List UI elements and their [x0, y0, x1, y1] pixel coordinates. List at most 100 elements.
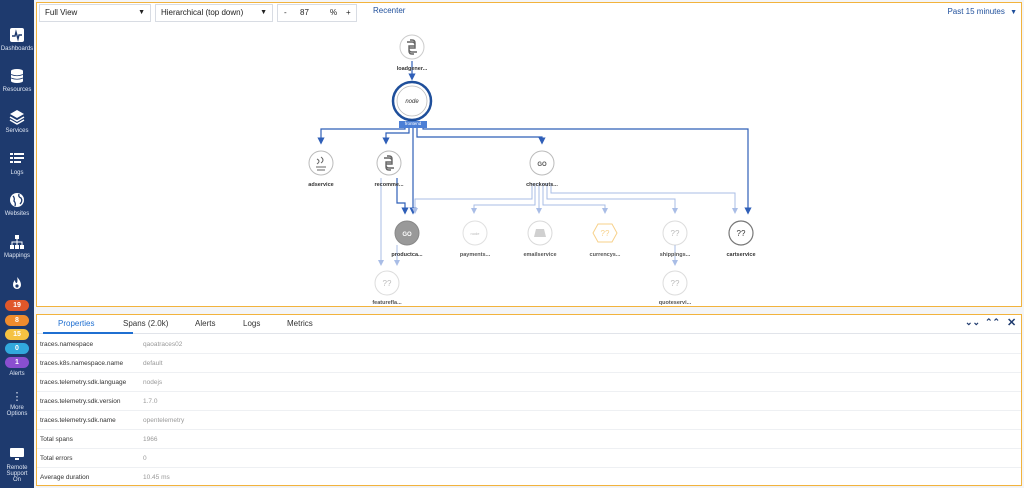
expand-up-icon[interactable]: ⌃⌃ — [985, 317, 1001, 327]
sidebar: Dashboards Resources Services Logs Websi… — [0, 0, 34, 488]
node-label-frontend: frontend — [404, 121, 422, 126]
go-icon: GO — [537, 162, 547, 168]
tab-logs[interactable]: Logs — [243, 319, 261, 328]
node-label-cart: cartservice — [726, 252, 756, 258]
nav-mappings[interactable]: Mappings — [0, 234, 34, 259]
tab-spans[interactable]: Spans (2.0k) — [123, 319, 169, 328]
alert-count-info[interactable]: 0 — [5, 343, 29, 354]
python-icon — [407, 39, 417, 55]
zoom-value[interactable]: 87 — [300, 8, 309, 17]
property-value: 1.7.0 — [143, 398, 158, 405]
property-key: traces.telemetry.sdk.version — [40, 398, 121, 405]
logs-icon — [10, 153, 24, 163]
alert-count-other[interactable]: 1 — [5, 357, 29, 368]
nav-remote-support[interactable]: Remote Support On — [0, 446, 34, 483]
edge-recommendation-productcatalog — [396, 178, 409, 215]
unknown-icon: ?? — [671, 279, 680, 288]
edge-frontend-recommendation — [382, 127, 410, 145]
edge-checkout-shipping — [546, 183, 678, 214]
flame-icon[interactable] — [9, 276, 25, 292]
details-tabs: Properties Spans (2.0k) Alerts Logs Metr… — [37, 315, 1021, 334]
nav-resources[interactable]: Resources — [0, 68, 34, 93]
collapse-down-icon[interactable]: ⌄⌄ — [965, 317, 981, 327]
view-select[interactable]: Full View ▼ — [39, 4, 151, 22]
node-productcatalog[interactable]: GO — [394, 220, 420, 246]
nav-label: Dashboards — [0, 46, 34, 52]
property-value: default — [143, 360, 163, 367]
edge-frontend-cart — [422, 127, 752, 215]
property-key: Total spans — [40, 436, 73, 443]
nav-label: Resources — [2, 87, 32, 93]
node-adservice[interactable] — [308, 150, 334, 176]
property-row: traces.k8s.namespace.name default — [37, 354, 1021, 373]
property-key: traces.k8s.namespace.name — [40, 360, 124, 367]
unknown-icon: ?? — [601, 229, 610, 238]
node-label-payment: payments... — [459, 252, 491, 258]
node-label-shipping: shippings... — [659, 252, 691, 258]
edges-faded — [378, 178, 738, 266]
service-graph: node GO GO node — [37, 23, 1021, 306]
time-range-value: Past 15 minutes — [947, 7, 1005, 16]
tab-properties[interactable]: Properties — [58, 319, 95, 328]
edge-checkout-productcatalog — [412, 183, 533, 214]
active-tab-indicator — [43, 332, 133, 334]
nav-label: Remote Support On — [6, 465, 28, 483]
edge-frontend-checkout — [416, 127, 546, 145]
alert-count-critical[interactable]: 19 — [5, 300, 29, 311]
node-quote[interactable]: ?? — [662, 270, 688, 296]
alerts-label[interactable]: Alerts — [9, 371, 25, 377]
node-label-adservice: adservice — [308, 182, 334, 188]
zoom-in-button[interactable]: + — [346, 8, 351, 17]
time-range-select[interactable]: Past 15 minutes ▼ — [947, 7, 1017, 16]
zoom-control: - 87 % + — [277, 4, 357, 22]
chart-icon — [10, 28, 24, 42]
layers-icon — [9, 110, 25, 125]
node-currency[interactable]: ?? — [592, 223, 618, 243]
layout-select-value: Hierarchical (top down) — [161, 8, 244, 17]
node-recommendation[interactable] — [376, 150, 402, 176]
property-value: 10.45 ms — [143, 474, 170, 481]
nav-websites[interactable]: Websites — [0, 192, 34, 217]
node-payment[interactable]: node — [462, 220, 488, 246]
edge-checkout-payment — [471, 183, 536, 214]
tab-metrics[interactable]: Metrics — [287, 319, 313, 328]
node-label-checkout: checkouts... — [526, 182, 558, 188]
property-key: Average duration — [40, 474, 90, 481]
nav-logs[interactable]: Logs — [0, 151, 34, 176]
node-icon: node — [471, 231, 481, 236]
node-label-quote: quoteservi... — [658, 300, 692, 306]
node-label-email: emailservice — [523, 252, 557, 258]
nav-more[interactable]: ⋮ More Options — [0, 391, 34, 418]
java-icon — [316, 156, 326, 171]
caret-down-icon: ▼ — [260, 9, 267, 16]
property-key: Total errors — [40, 455, 73, 462]
kebab-icon: ⋮ — [11, 391, 23, 403]
nav-services[interactable]: Services — [0, 109, 34, 134]
globe-icon — [10, 193, 24, 207]
layout-select[interactable]: Hierarchical (top down) ▼ — [155, 4, 273, 22]
property-value: opentelemetry — [143, 417, 185, 424]
node-shipping[interactable]: ?? — [662, 220, 688, 246]
ruby-icon — [534, 229, 546, 237]
property-value: 0 — [143, 455, 147, 462]
node-frontend[interactable]: node — [391, 80, 433, 122]
nav-dashboards[interactable]: Dashboards — [0, 27, 34, 52]
alert-count-warning[interactable]: 15 — [5, 329, 29, 340]
node-featureflag[interactable]: ?? — [374, 270, 400, 296]
node-email[interactable] — [527, 220, 553, 246]
tab-alerts[interactable]: Alerts — [195, 319, 216, 328]
node-cart[interactable]: ?? — [728, 220, 754, 246]
close-icon[interactable]: ✕ — [1007, 317, 1017, 329]
alert-count-error[interactable]: 8 — [5, 315, 29, 326]
python-icon — [384, 155, 394, 171]
node-checkout[interactable]: GO — [529, 150, 555, 176]
recenter-button[interactable]: Recenter — [373, 6, 406, 15]
edge-checkout-currency — [542, 183, 608, 214]
unknown-icon: ?? — [671, 229, 680, 238]
node-loadgenerator[interactable] — [399, 34, 425, 60]
zoom-out-button[interactable]: - — [284, 8, 287, 17]
